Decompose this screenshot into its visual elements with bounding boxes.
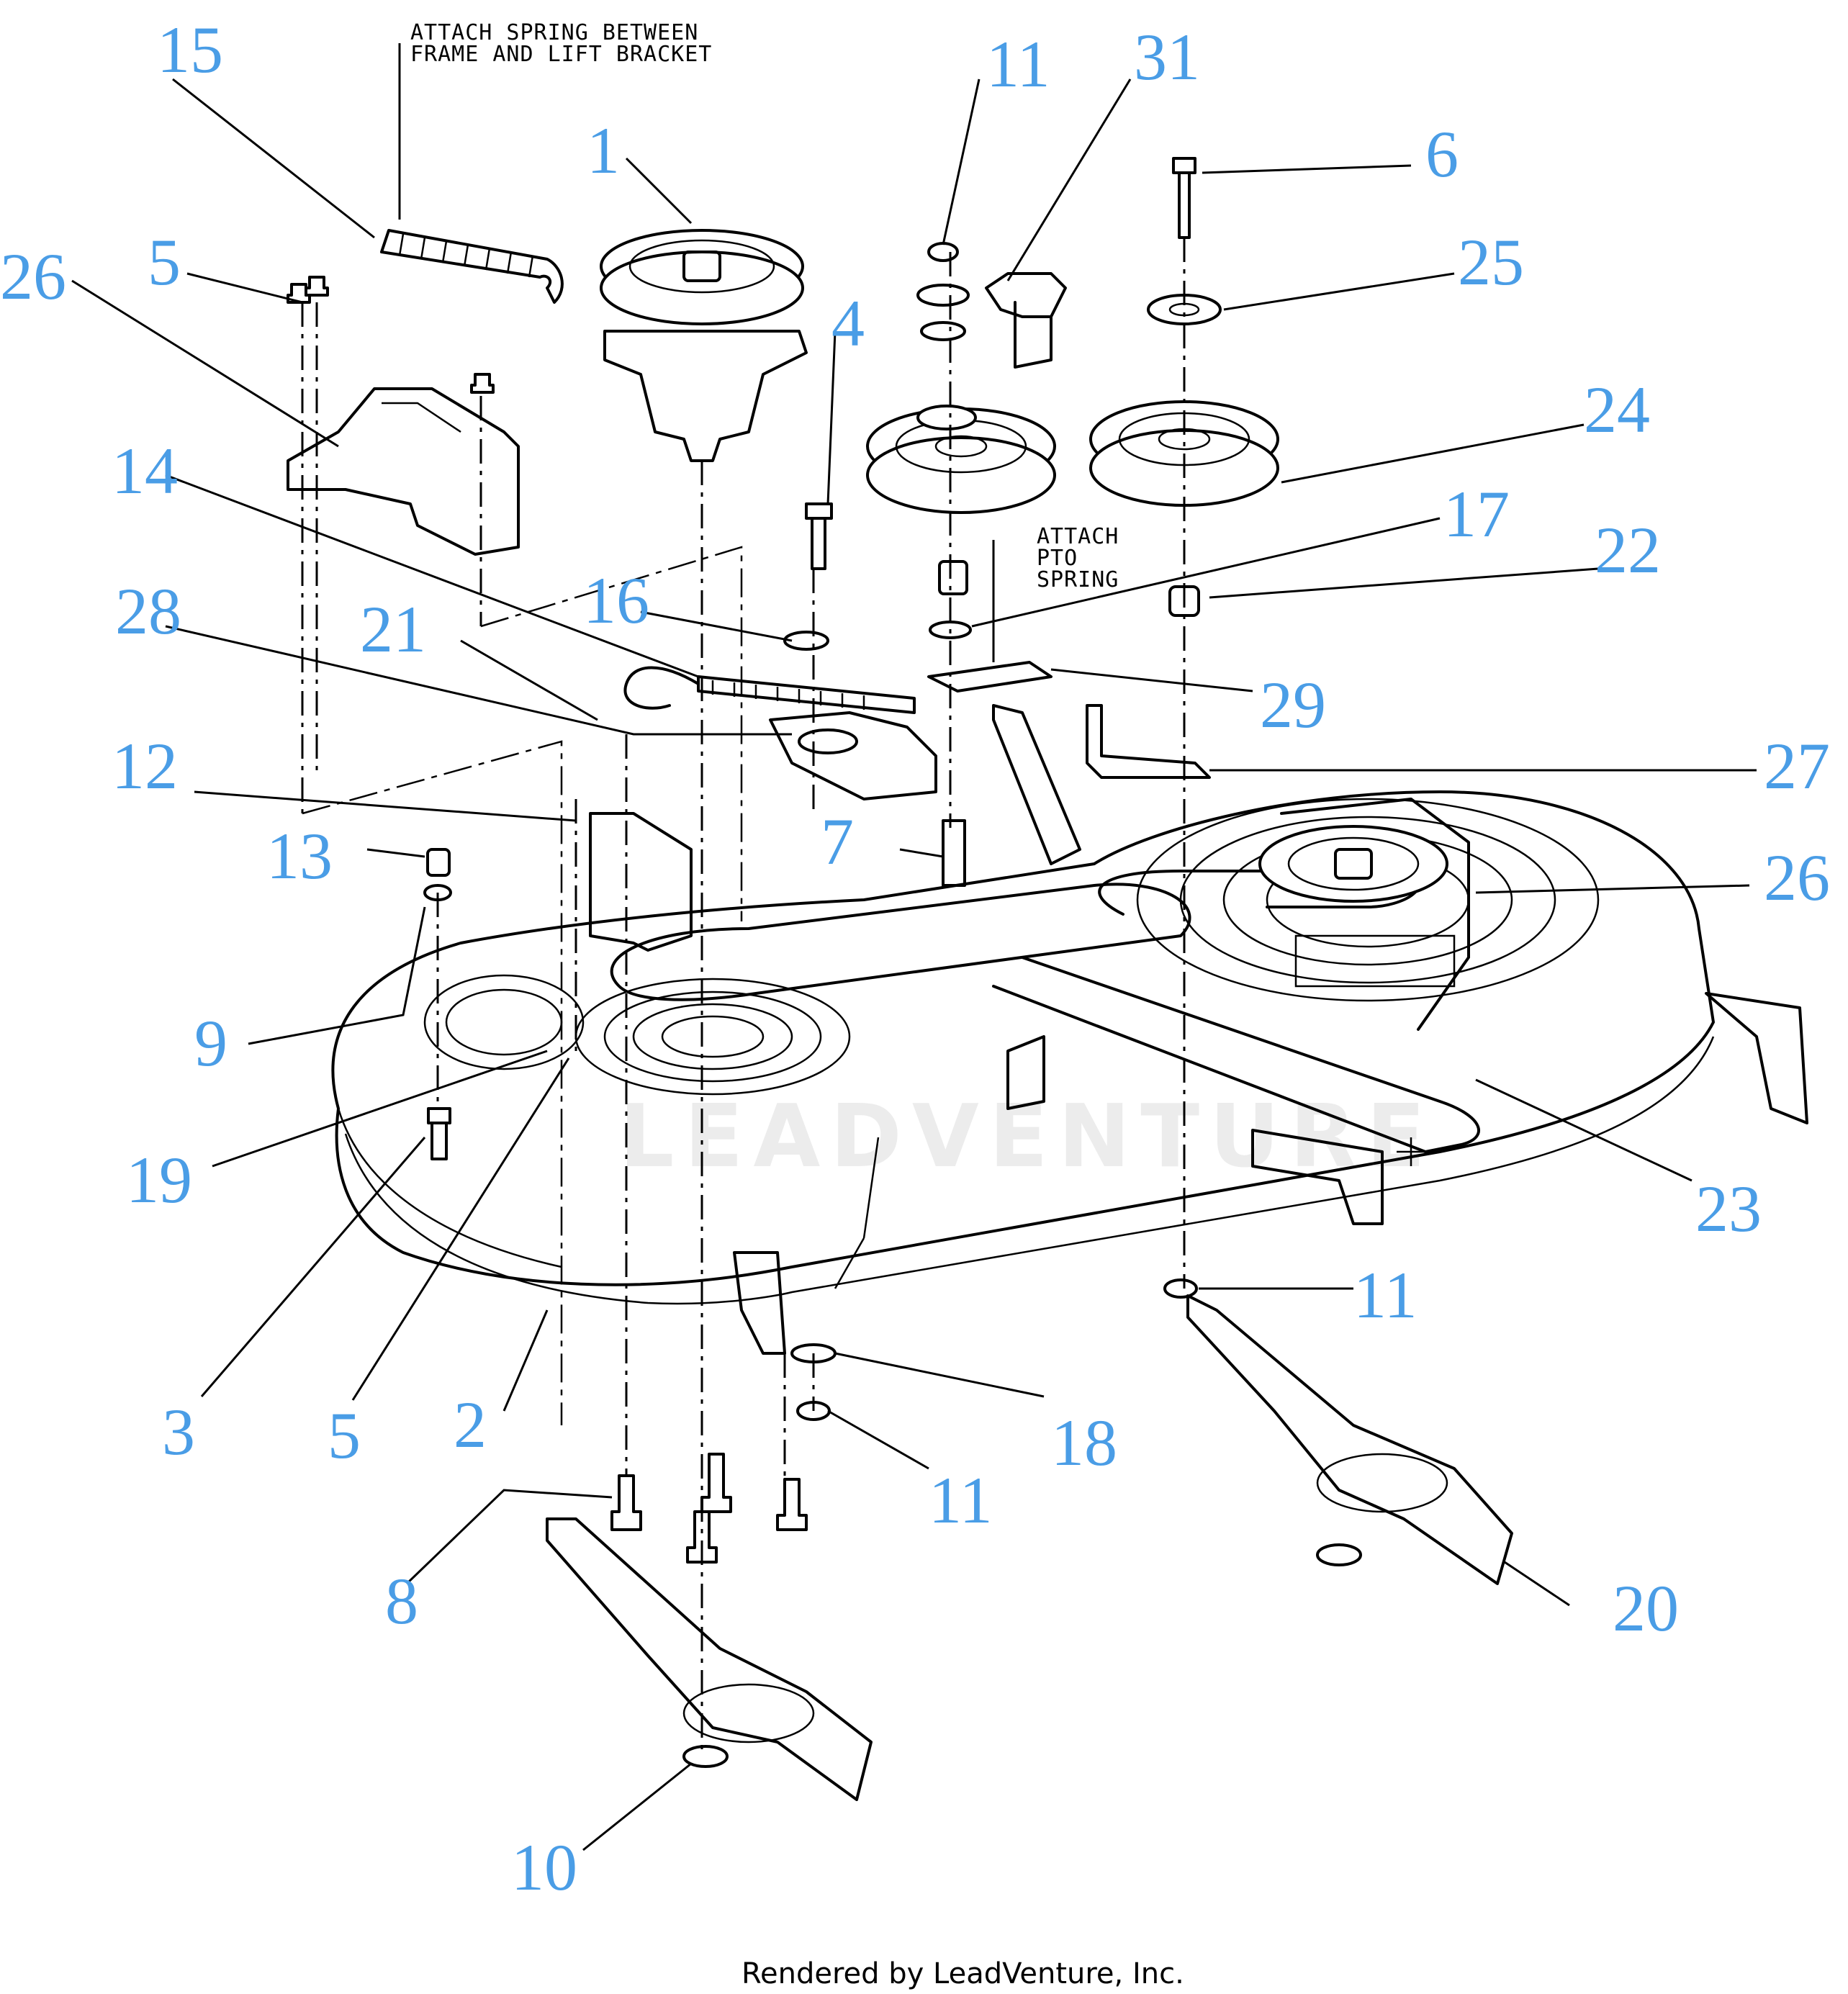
part-28-idler-arm (769, 711, 937, 800)
callout-31: 31 (1134, 20, 1200, 94)
part-bushing (938, 560, 968, 595)
part-arm (992, 704, 1081, 865)
part-5-bolts (287, 276, 495, 394)
footer-credit: Rendered by LeadVenture, Inc. (742, 1957, 1184, 1990)
part-idler-pulley (866, 405, 1056, 514)
callout-23: 23 (1695, 1172, 1762, 1245)
callouts: 15 1 11 31 6 26 5 25 4 24 14 17 22 28 16… (0, 13, 1830, 1904)
part-11-nut (1163, 1278, 1198, 1299)
leader-lines (71, 43, 1757, 1851)
callout-11-bottom: 11 (929, 1463, 993, 1537)
callout-3: 3 (162, 1395, 195, 1469)
note-spring-line2: FRAME AND LIFT BRACKET (410, 42, 712, 67)
callout-11-top: 11 (986, 27, 1050, 101)
part-13-bushing (426, 848, 451, 877)
callout-10: 10 (511, 1831, 577, 1904)
callout-9: 9 (194, 1006, 227, 1080)
part-27-bracket (1086, 704, 1211, 779)
part-10-nut (682, 1745, 729, 1768)
watermark: LEADVENTURE (619, 1087, 1435, 1187)
callout-26-left: 26 (0, 240, 66, 313)
note-pto-line1: ATTACH (1037, 524, 1119, 549)
part-3-bolt (427, 1107, 451, 1160)
callout-5-bottom: 5 (328, 1399, 361, 1472)
part-nut-right (1316, 1543, 1362, 1566)
callout-2: 2 (454, 1388, 487, 1461)
callout-11-right: 11 (1353, 1258, 1417, 1332)
callout-4: 4 (831, 287, 865, 360)
callout-24: 24 (1584, 373, 1650, 446)
part-4-bolt (805, 502, 833, 570)
part-26-bracket (287, 387, 520, 556)
part-29-plate (927, 661, 1053, 693)
part-14-spring (623, 666, 916, 714)
callout-1: 1 (587, 114, 620, 187)
callout-7: 7 (821, 805, 854, 878)
note-pto-line2: PTO (1037, 546, 1078, 571)
callout-14: 14 (112, 434, 178, 507)
part-8-bolts (610, 1453, 808, 1564)
callout-22: 22 (1595, 513, 1661, 587)
callout-21: 21 (360, 592, 426, 666)
callout-6: 6 (1425, 117, 1459, 191)
centerlines (301, 238, 1186, 1756)
part-15-spring (380, 229, 564, 304)
part-31-bracket (916, 242, 1067, 369)
callout-29: 29 (1260, 668, 1326, 741)
part-blade-left (546, 1517, 873, 1801)
callout-27: 27 (1764, 729, 1830, 803)
callout-12: 12 (112, 729, 178, 803)
callout-8: 8 (385, 1564, 418, 1638)
callout-17: 17 (1443, 477, 1510, 551)
part-20-blade (1186, 1294, 1513, 1585)
callout-5-top: 5 (148, 225, 181, 299)
part-16-washer (783, 631, 829, 651)
part-7-pin (942, 819, 966, 887)
note-spring-line1: ATTACH SPRING BETWEEN (410, 20, 698, 45)
callout-20: 20 (1613, 1571, 1679, 1645)
part-6-bolt (1172, 157, 1196, 239)
note-pto: ATTACH PTO SPRING (1037, 524, 1119, 592)
callout-19: 19 (126, 1143, 192, 1217)
callout-13: 13 (266, 819, 333, 893)
mower-deck (331, 790, 1808, 1355)
callout-15: 15 (157, 13, 223, 86)
part-1-spindle (600, 229, 808, 462)
callout-25: 25 (1458, 225, 1524, 299)
callout-16: 16 (583, 564, 649, 637)
part-24-pulley (1089, 400, 1279, 507)
callout-26-right: 26 (1764, 841, 1830, 914)
note-spring: ATTACH SPRING BETWEEN FRAME AND LIFT BRA… (410, 20, 712, 67)
callout-28: 28 (115, 574, 181, 648)
callout-18: 18 (1051, 1406, 1117, 1479)
note-pto-line3: SPRING (1037, 567, 1119, 592)
